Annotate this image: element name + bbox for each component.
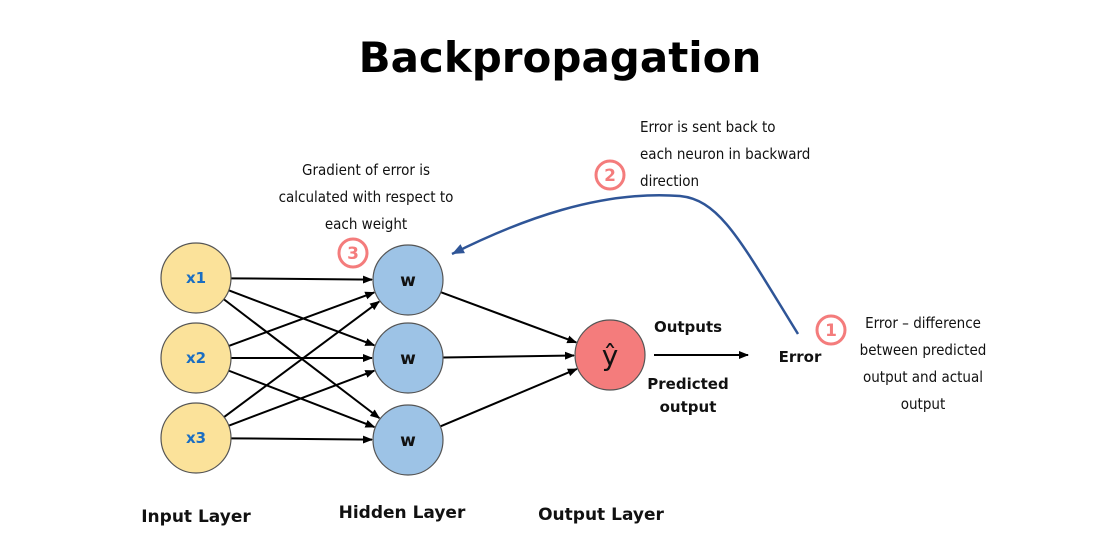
step-text: between predicted [860,341,987,359]
step-text: output and actual [863,368,983,386]
weight-connection [230,275,374,284]
output-node: ŷ [574,319,646,391]
step-3: 3 Gradient of error is calculated with r… [279,161,454,269]
step-text: Error is sent back to [640,118,776,136]
weight-connection [230,435,374,444]
hidden-output-connection [442,351,576,360]
hidden-output-connections [439,291,578,428]
hidden-output-connection [439,368,578,428]
input-node-label: x2 [186,349,206,367]
input-hidden-connections [223,275,381,444]
step-2: 2 Error is sent back to each neuron in b… [594,118,810,191]
input-node-label: x3 [186,429,206,447]
step-text: Gradient of error is [302,161,430,179]
weight-connection [228,369,376,427]
step-badge [594,159,626,191]
output-layer-label: Output Layer [538,505,664,525]
input-node: x2 [160,322,232,394]
step-text: output [901,395,946,413]
hidden-layer-label: Hidden Layer [339,503,466,523]
step-text: calculated with respect to [279,188,454,206]
weight-connection [228,289,376,347]
backprop-arrow [451,194,800,335]
input-node: x3 [160,402,232,474]
step-badge [337,237,369,269]
input-node-label: x1 [186,269,206,287]
error-label: Error [779,348,822,366]
outputs-label: Outputs [654,318,722,336]
step-number: 1 [825,321,837,341]
step-text: each neuron in backward [640,145,810,163]
hidden-node: w [372,404,444,476]
step-text: direction [640,172,699,190]
step-number: 2 [604,166,616,186]
step-badge [815,314,847,346]
diagram-title: Backpropagation [359,33,762,82]
predicted-output-label: Predicted [647,375,728,393]
hidden-node: w [372,244,444,316]
input-node: x1 [160,242,232,314]
hidden-node-label: w [400,271,416,291]
step-number: 3 [347,244,359,264]
output-node-label: ŷ [602,339,619,372]
predicted-output-label: output [660,398,717,416]
hidden-node-label: w [400,349,416,369]
step-1: 1 Error – difference between predicted o… [815,314,987,413]
weight-connection [223,300,380,418]
weight-connection [228,291,376,347]
input-layer-label: Input Layer [141,507,251,527]
hidden-node-label: w [400,431,416,451]
hidden-node: w [372,322,444,394]
step-text: each weight [325,215,407,233]
step-text: Error – difference [865,314,981,332]
hidden-output-connection [440,291,578,344]
